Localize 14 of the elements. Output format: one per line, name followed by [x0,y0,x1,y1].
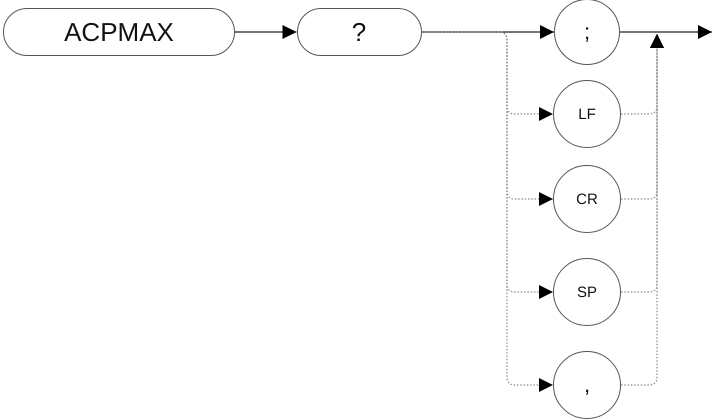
arrow [235,25,296,39]
node-label: CR [576,190,598,208]
node-label: LF [578,106,596,122]
node-label: ? [352,16,366,48]
node-label: SP [576,284,597,300]
keyword-box [3,8,235,56]
node-label: , [584,372,590,398]
node-label: ACPMAX [64,16,174,48]
arrow [621,34,664,386]
arrow [422,25,554,39]
arrow [620,25,712,39]
arrow [422,31,553,392]
keyword-box [296,8,422,56]
node-label: ; [584,19,590,45]
